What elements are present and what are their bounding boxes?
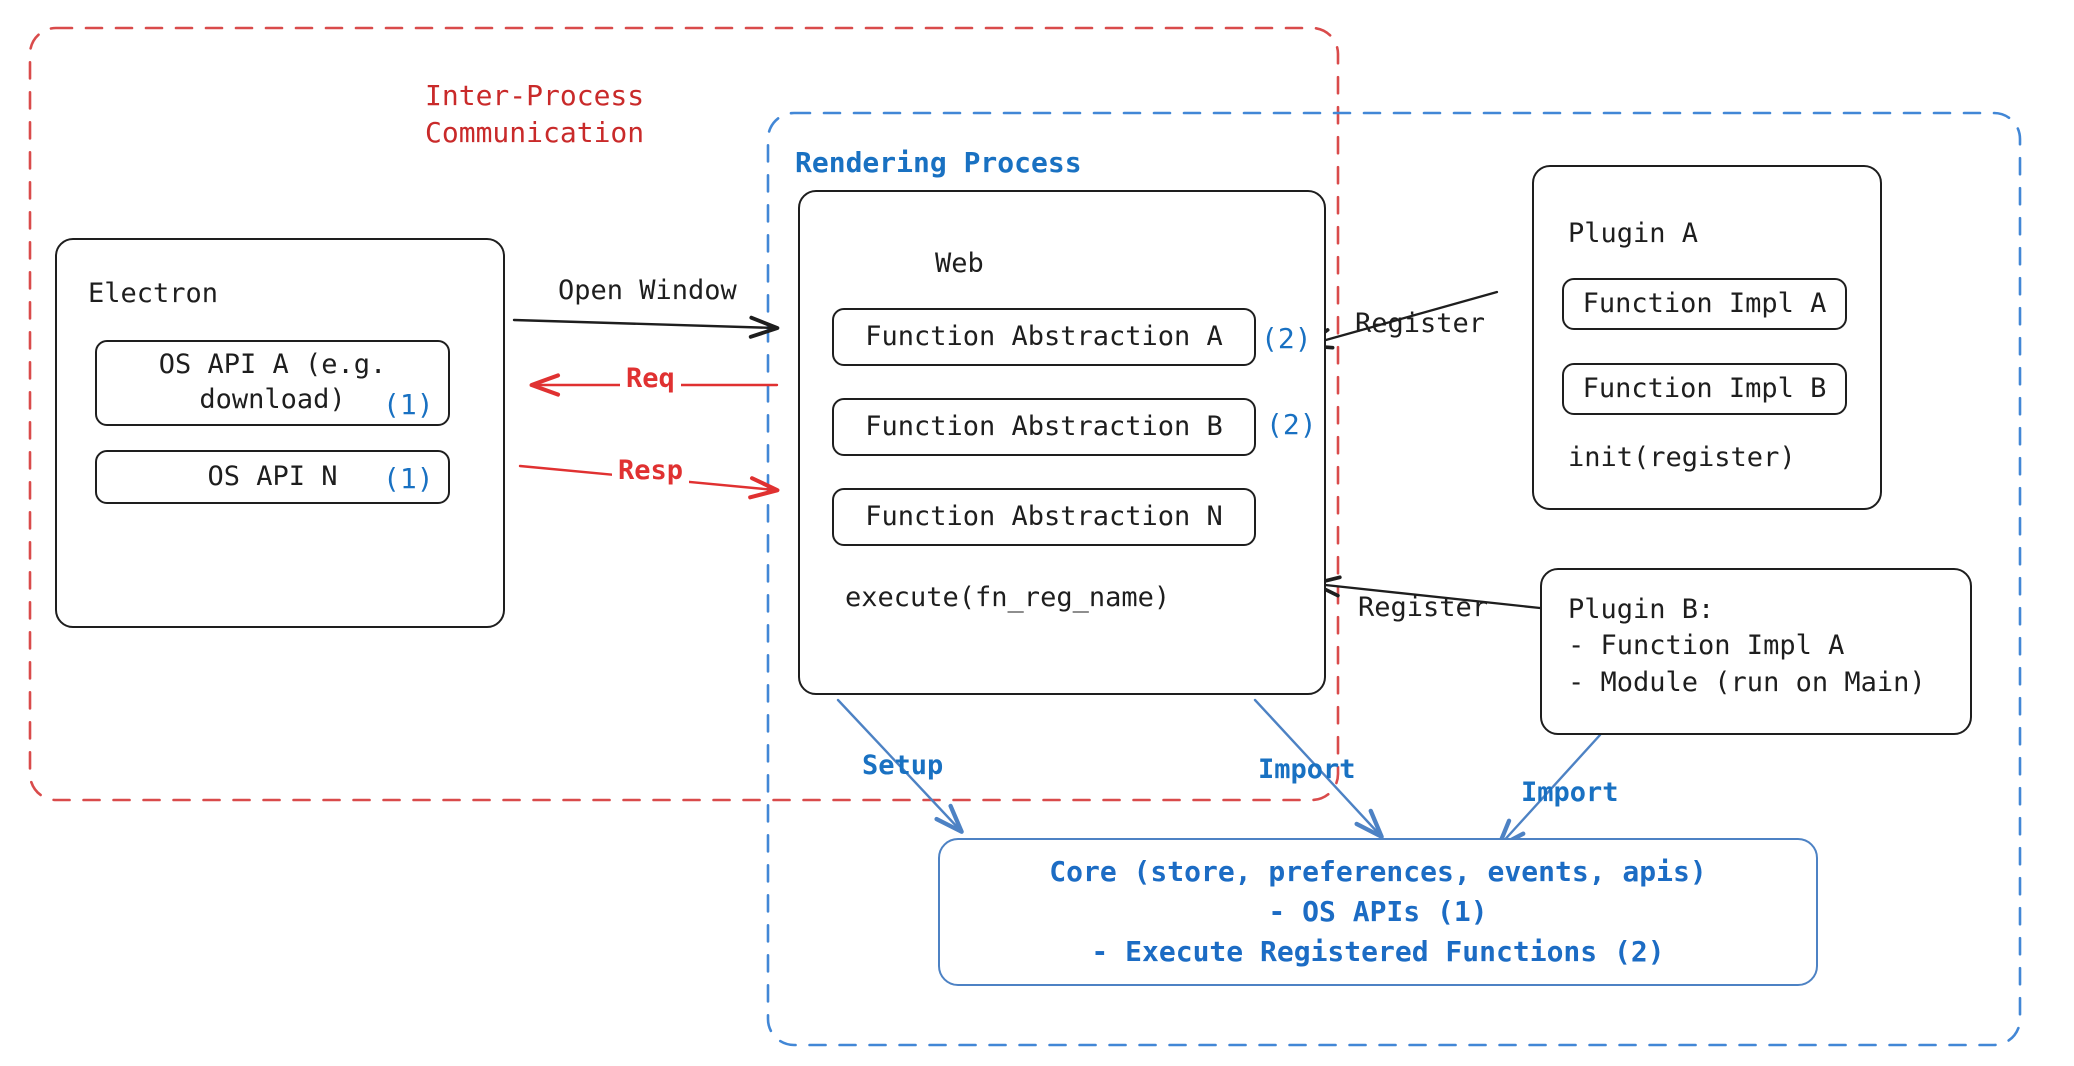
electron-title: Electron — [88, 278, 219, 309]
function-abstraction-b-marker: (2) — [1266, 408, 1317, 441]
function-abstraction-n-box[interactable]: Function Abstraction N — [832, 488, 1256, 546]
plugin-a-function-impl-a-label: Function Impl A — [1582, 287, 1827, 319]
function-abstraction-a-marker: (2) — [1261, 322, 1312, 355]
web-execute-method: execute(fn_reg_name) — [845, 582, 1171, 613]
os-api-a-label: OS API A (e.g. download) — [158, 349, 387, 415]
os-api-n-marker: (1) — [383, 462, 434, 495]
function-abstraction-a-box[interactable]: Function Abstraction A — [832, 308, 1256, 366]
os-api-n-label: OS API N — [207, 460, 338, 492]
core-line-2: - OS APIs (1) — [1268, 895, 1488, 929]
ipc-group-label: Inter-Process Communication — [425, 79, 645, 149]
plugin-b-box[interactable] — [1540, 568, 1972, 735]
plugin-a-function-impl-b-box[interactable]: Function Impl B — [1562, 363, 1847, 415]
resp-label: Resp — [612, 455, 690, 486]
function-abstraction-b-box[interactable]: Function Abstraction B — [832, 398, 1256, 456]
plugin-a-function-impl-a-box[interactable]: Function Impl A — [1562, 278, 1847, 330]
plugin-a-box[interactable] — [1532, 165, 1882, 510]
function-abstraction-a-label: Function Abstraction A — [865, 320, 1223, 352]
import-plugin-b-label: Import — [1521, 777, 1619, 808]
os-api-a-box[interactable]: OS API A (e.g. download) — [95, 340, 450, 426]
plugin-a-title: Plugin A — [1568, 218, 1699, 249]
open-window-arrow — [512, 315, 780, 339]
import-web-label: Import — [1258, 754, 1356, 785]
req-label: Req — [620, 363, 681, 394]
plugin-a-init-method: init(register) — [1568, 442, 1796, 473]
os-api-n-box[interactable]: OS API N — [95, 450, 450, 504]
core-line-1: Core (store, preferences, events, apis) — [1049, 855, 1707, 889]
open-window-label: Open Window — [558, 275, 737, 306]
plugin-b-text: Plugin B: - Function Impl A - Module (ru… — [1568, 594, 1926, 698]
function-abstraction-b-label: Function Abstraction B — [865, 410, 1223, 442]
os-api-a-marker: (1) — [383, 388, 434, 421]
register-plugin-b-label: Register — [1358, 592, 1489, 623]
register-plugin-a-label: Register — [1355, 308, 1486, 339]
core-line-3: - Execute Registered Functions (2) — [1091, 934, 1665, 968]
electron-box[interactable] — [55, 238, 505, 628]
setup-label: Setup — [862, 750, 944, 781]
renderer-group-label: Rendering Process — [795, 146, 1082, 179]
function-abstraction-n-label: Function Abstraction N — [865, 500, 1223, 532]
core-box[interactable]: Core (store, preferences, events, apis) … — [938, 838, 1818, 986]
web-title: Web — [935, 248, 984, 279]
plugin-a-function-impl-b-label: Function Impl B — [1582, 372, 1827, 404]
